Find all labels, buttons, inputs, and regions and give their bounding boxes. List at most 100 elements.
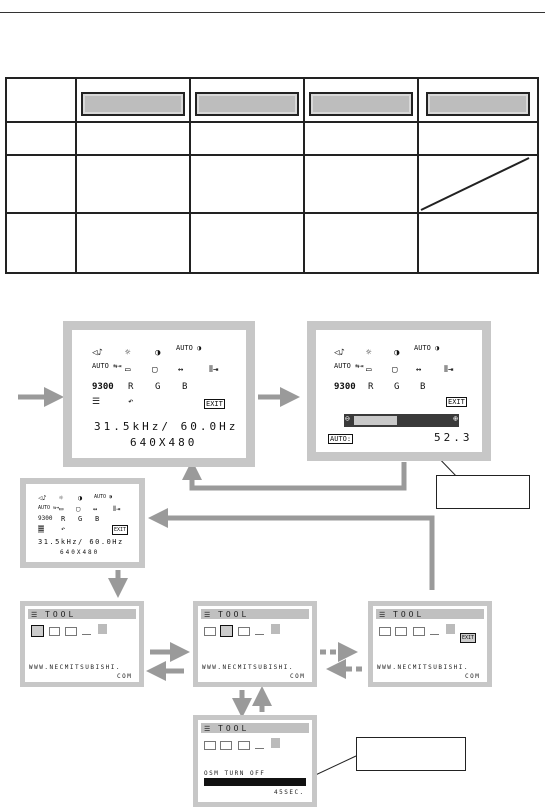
- url-line-1: WWW.NECMITSUBISHI.: [202, 664, 295, 671]
- down-up-icon[interactable]: ▢: [76, 505, 81, 513]
- osm-turn-off-bar[interactable]: [204, 778, 306, 786]
- factory-preset-icon[interactable]: ↶: [61, 525, 66, 533]
- green-icon[interactable]: G: [78, 515, 83, 523]
- table-cell: [189, 212, 305, 274]
- fine-icon[interactable]: ⦀⇥: [113, 505, 121, 513]
- osm-lock-icon[interactable]: [255, 627, 264, 635]
- osm-lock-icon[interactable]: [255, 741, 264, 749]
- osm-time-icon[interactable]: [238, 741, 250, 750]
- auto-contrast-icon[interactable]: AUTO ◑: [414, 344, 440, 352]
- blue-icon[interactable]: B: [420, 382, 426, 392]
- auto-adjust-icon[interactable]: AUTO ⇆⇥: [92, 362, 122, 370]
- exit-icon[interactable]: EXIT: [446, 397, 467, 407]
- contrast-icon[interactable]: ◑: [155, 348, 161, 358]
- osm-time-icon[interactable]: [238, 627, 250, 636]
- volume-icon[interactable]: ◁♪: [38, 494, 47, 502]
- left-right-icon[interactable]: ▭: [125, 365, 131, 375]
- red-icon[interactable]: R: [61, 515, 66, 523]
- osm-lock-icon[interactable]: [82, 627, 91, 635]
- info-icon[interactable]: [271, 624, 280, 634]
- red-icon[interactable]: R: [128, 382, 134, 392]
- auto-adjust-icon[interactable]: AUTO ⇆⇥: [38, 505, 60, 511]
- tools-icon: ☰: [204, 611, 211, 619]
- factory-preset-icon[interactable]: ↶: [128, 397, 134, 407]
- green-icon[interactable]: G: [155, 382, 161, 392]
- main-menu-display: ◁♪ ☼ ◑ AUTO ◑ AUTO ⇆⇥ ▭ ▢ ↔ ⦀⇥ 9300 R G …: [72, 330, 246, 458]
- tools-icon[interactable]: ☰: [38, 525, 45, 533]
- url-line-2: COM: [117, 673, 133, 680]
- key-button-2[interactable]: [195, 92, 299, 116]
- info-icon[interactable]: [271, 738, 280, 748]
- key-column-4: [417, 77, 539, 123]
- tool-title: TOOL: [218, 724, 250, 733]
- table-cell: [303, 154, 419, 214]
- frequency-readout: 31.5kHz/ 60.0Hz: [94, 420, 239, 433]
- green-icon[interactable]: G: [394, 382, 400, 392]
- info-icon[interactable]: [98, 624, 107, 634]
- fine-icon[interactable]: ⦀⇥: [209, 365, 219, 375]
- osm-lock-icon[interactable]: [430, 627, 439, 635]
- down-up-icon[interactable]: ▢: [392, 365, 398, 375]
- tool-display-3: ☰ TOOL EXIT WWW.NECMITSUBISHI. COM: [373, 606, 487, 682]
- table-cell: [303, 212, 419, 274]
- slider-fill: [354, 416, 397, 425]
- tool-title: TOOL: [218, 610, 250, 619]
- adjust-slider[interactable]: ⊖ ⊕: [344, 414, 459, 427]
- color-temp-icon[interactable]: 9300: [92, 382, 114, 392]
- exit-icon[interactable]: EXIT: [460, 633, 477, 643]
- table-cell: [417, 212, 539, 274]
- osm-position-icon[interactable]: [395, 627, 407, 636]
- exit-icon[interactable]: EXIT: [204, 399, 225, 409]
- osm-time-icon[interactable]: [413, 627, 425, 636]
- contrast-icon[interactable]: ◑: [394, 348, 400, 358]
- frequency-readout: 31.5kHz/ 60.0Hz: [38, 538, 124, 546]
- color-temp-icon[interactable]: 9300: [334, 382, 356, 392]
- brightness-icon[interactable]: ☼: [366, 348, 372, 358]
- h-size-icon[interactable]: ↔: [178, 365, 184, 375]
- tool-title: TOOL: [393, 610, 425, 619]
- osm-turn-off-label: OSM TURN OFF: [204, 770, 266, 777]
- table-cell-not-applicable: [417, 154, 539, 214]
- osm-position-icon[interactable]: [220, 741, 232, 750]
- table-corner-cell: [5, 77, 77, 123]
- tool-screen-1: ☰ TOOL WWW.NECMITSUBISHI. COM: [20, 601, 144, 687]
- blue-icon[interactable]: B: [182, 382, 188, 392]
- language-icon[interactable]: [31, 625, 44, 637]
- h-size-icon[interactable]: ↔: [416, 365, 422, 375]
- key-button-1[interactable]: [81, 92, 185, 116]
- url-line-1: WWW.NECMITSUBISHI.: [29, 664, 122, 671]
- key-button-4[interactable]: [426, 92, 530, 116]
- tool-return-arrow: [148, 508, 435, 590]
- down-up-icon[interactable]: ▢: [152, 365, 158, 375]
- left-right-icon[interactable]: ▭: [366, 365, 372, 375]
- tools-icon[interactable]: ☰: [92, 397, 101, 407]
- exit-icon[interactable]: EXIT: [112, 525, 129, 535]
- language-icon[interactable]: [204, 627, 216, 636]
- info-icon[interactable]: [446, 624, 455, 634]
- osm-position-icon[interactable]: [220, 625, 233, 637]
- slider-minus-icon[interactable]: ⊖: [345, 414, 350, 423]
- contrast-icon[interactable]: ◑: [78, 494, 83, 502]
- auto-adjust-icon[interactable]: AUTO ⇆⇥: [334, 362, 364, 370]
- red-icon[interactable]: R: [368, 382, 374, 392]
- table-row-label: [5, 212, 77, 274]
- color-temp-icon[interactable]: 9300: [38, 515, 53, 522]
- auto-contrast-icon[interactable]: AUTO ◑: [94, 494, 113, 500]
- key-column-3: [303, 77, 419, 123]
- blue-icon[interactable]: B: [95, 515, 100, 523]
- volume-icon[interactable]: ◁♪: [92, 348, 103, 358]
- h-size-icon[interactable]: ↔: [93, 505, 98, 513]
- osm-time-icon[interactable]: [65, 627, 77, 636]
- volume-icon[interactable]: ◁♪: [334, 348, 345, 358]
- fine-icon[interactable]: ⦀⇥: [444, 365, 454, 375]
- left-right-icon[interactable]: ▭: [59, 505, 64, 513]
- auto-contrast-icon[interactable]: AUTO ◑: [176, 344, 202, 352]
- key-button-3[interactable]: [309, 92, 413, 116]
- brightness-icon[interactable]: ☼: [59, 494, 64, 502]
- language-icon[interactable]: [379, 627, 391, 636]
- slider-plus-icon[interactable]: ⊕: [453, 414, 458, 423]
- brightness-icon[interactable]: ☼: [125, 348, 131, 358]
- main-menu-small-display: ◁♪ ☼ ◑ AUTO ◑ AUTO ⇆⇥ ▭ ▢ ↔ ⦀⇥ 9300 R G …: [26, 484, 139, 562]
- osm-position-icon[interactable]: [49, 627, 60, 636]
- language-icon[interactable]: [204, 741, 216, 750]
